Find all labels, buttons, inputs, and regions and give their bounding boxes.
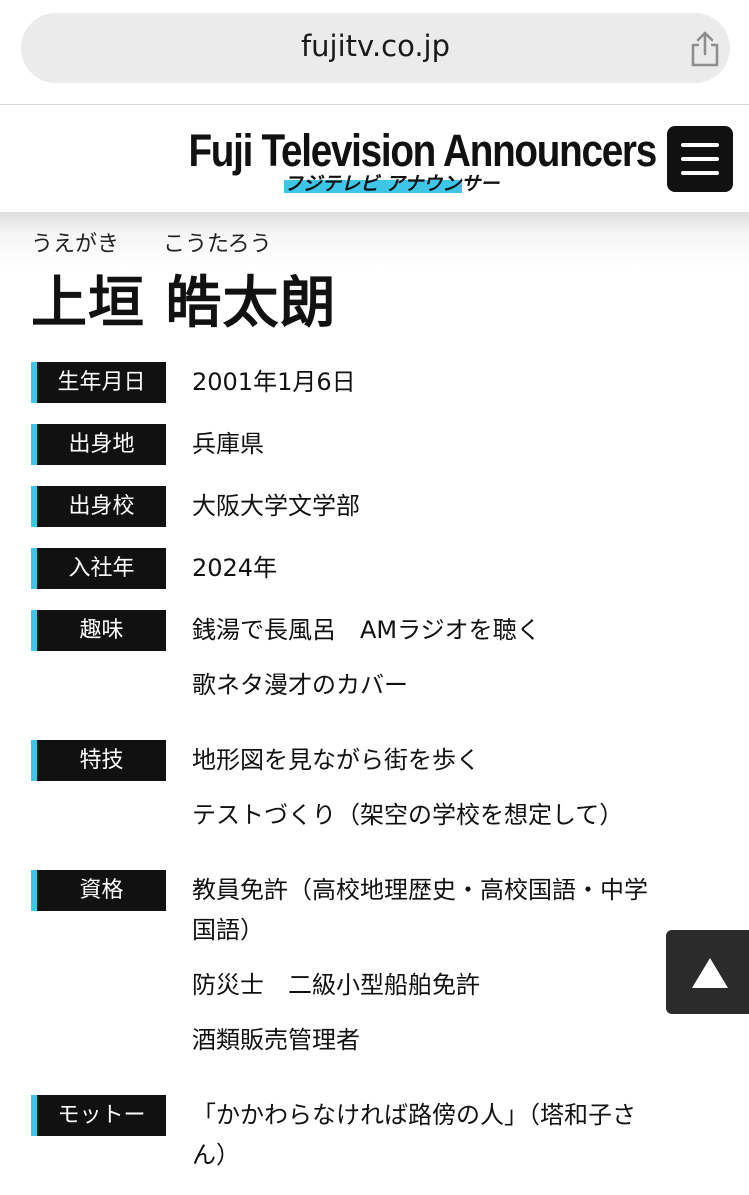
birthday-value: 2001年1月6日 bbox=[192, 362, 692, 402]
joined-text: 2024年 bbox=[192, 554, 278, 582]
skill-line: テストづくり（架空の学校を想定して） bbox=[192, 801, 624, 829]
hobby-value: 銭湯で長風呂 AMラジオを聴く 歌ネタ漫才のカバー bbox=[192, 610, 692, 705]
name-ruby-given: こうたろう bbox=[163, 232, 272, 257]
motto-line: ん） bbox=[192, 1141, 240, 1169]
url-text[interactable]: fujitv.co.jp bbox=[300, 29, 451, 63]
site-logo[interactable]: Fuji Television Announcers フジテレビ アナウンサー bbox=[158, 125, 657, 205]
birthday-label: 生年月日 bbox=[31, 362, 166, 403]
joined-value: 2024年 bbox=[192, 548, 692, 588]
logo-subtitle: フジテレビ アナウンサー bbox=[284, 173, 500, 195]
school-value: 大阪大学文学部 bbox=[192, 486, 692, 526]
joined-label: 入社年 bbox=[31, 548, 166, 589]
birthday-text: 2001年1月6日 bbox=[192, 368, 356, 396]
announcer-name: 上垣 皓太朗 bbox=[31, 271, 337, 336]
triangle-up-icon bbox=[692, 958, 728, 988]
logo-title: Fuji Television Announcers bbox=[188, 125, 657, 176]
motto-label: モットー bbox=[31, 1095, 166, 1136]
logo-underline bbox=[284, 180, 462, 193]
skill-label: 特技 bbox=[31, 740, 166, 781]
school-text: 大阪大学文学部 bbox=[192, 492, 360, 520]
name-ruby-family: うえがき bbox=[31, 232, 120, 257]
hobby-line: 銭湯で長風呂 AMラジオを聴く bbox=[192, 616, 541, 644]
skill-value: 地形図を見ながら街を歩く テストづくり（架空の学校を想定して） bbox=[192, 740, 692, 835]
motto-line: 「かかわらなければ路傍の人」（塔和子さ bbox=[192, 1101, 636, 1129]
school-label: 出身校 bbox=[31, 486, 166, 527]
browser-toolbar: fujitv.co.jp bbox=[0, 0, 749, 105]
share-icon[interactable] bbox=[685, 29, 725, 69]
back-to-top-button[interactable] bbox=[666, 930, 749, 1014]
hometown-value: 兵庫県 bbox=[192, 424, 692, 464]
motto-value: 「かかわらなければ路傍の人」（塔和子さ ん） bbox=[192, 1095, 692, 1175]
site-header: Fuji Television Announcers フジテレビ アナウンサー bbox=[0, 105, 749, 217]
header-shadow bbox=[0, 212, 749, 267]
hobby-label: 趣味 bbox=[31, 610, 166, 651]
skill-line: 地形図を見ながら街を歩く bbox=[192, 746, 480, 774]
license-line: 酒類販売管理者 bbox=[192, 1026, 360, 1054]
hometown-label: 出身地 bbox=[31, 424, 166, 465]
license-value: 教員免許（高校地理歴史・高校国語・中学 国語） 防災士 二級小型船舶免許 酒類販… bbox=[192, 870, 692, 1060]
hobby-line: 歌ネタ漫才のカバー bbox=[192, 671, 408, 699]
hometown-text: 兵庫県 bbox=[192, 430, 264, 458]
license-line: 防災士 二級小型船舶免許 bbox=[192, 971, 480, 999]
hamburger-menu-icon[interactable] bbox=[667, 126, 733, 192]
license-line: 教員免許（高校地理歴史・高校国語・中学 bbox=[192, 876, 648, 904]
license-line: 国語） bbox=[192, 916, 264, 944]
license-label: 資格 bbox=[31, 870, 166, 911]
address-bar[interactable]: fujitv.co.jp bbox=[21, 13, 730, 83]
